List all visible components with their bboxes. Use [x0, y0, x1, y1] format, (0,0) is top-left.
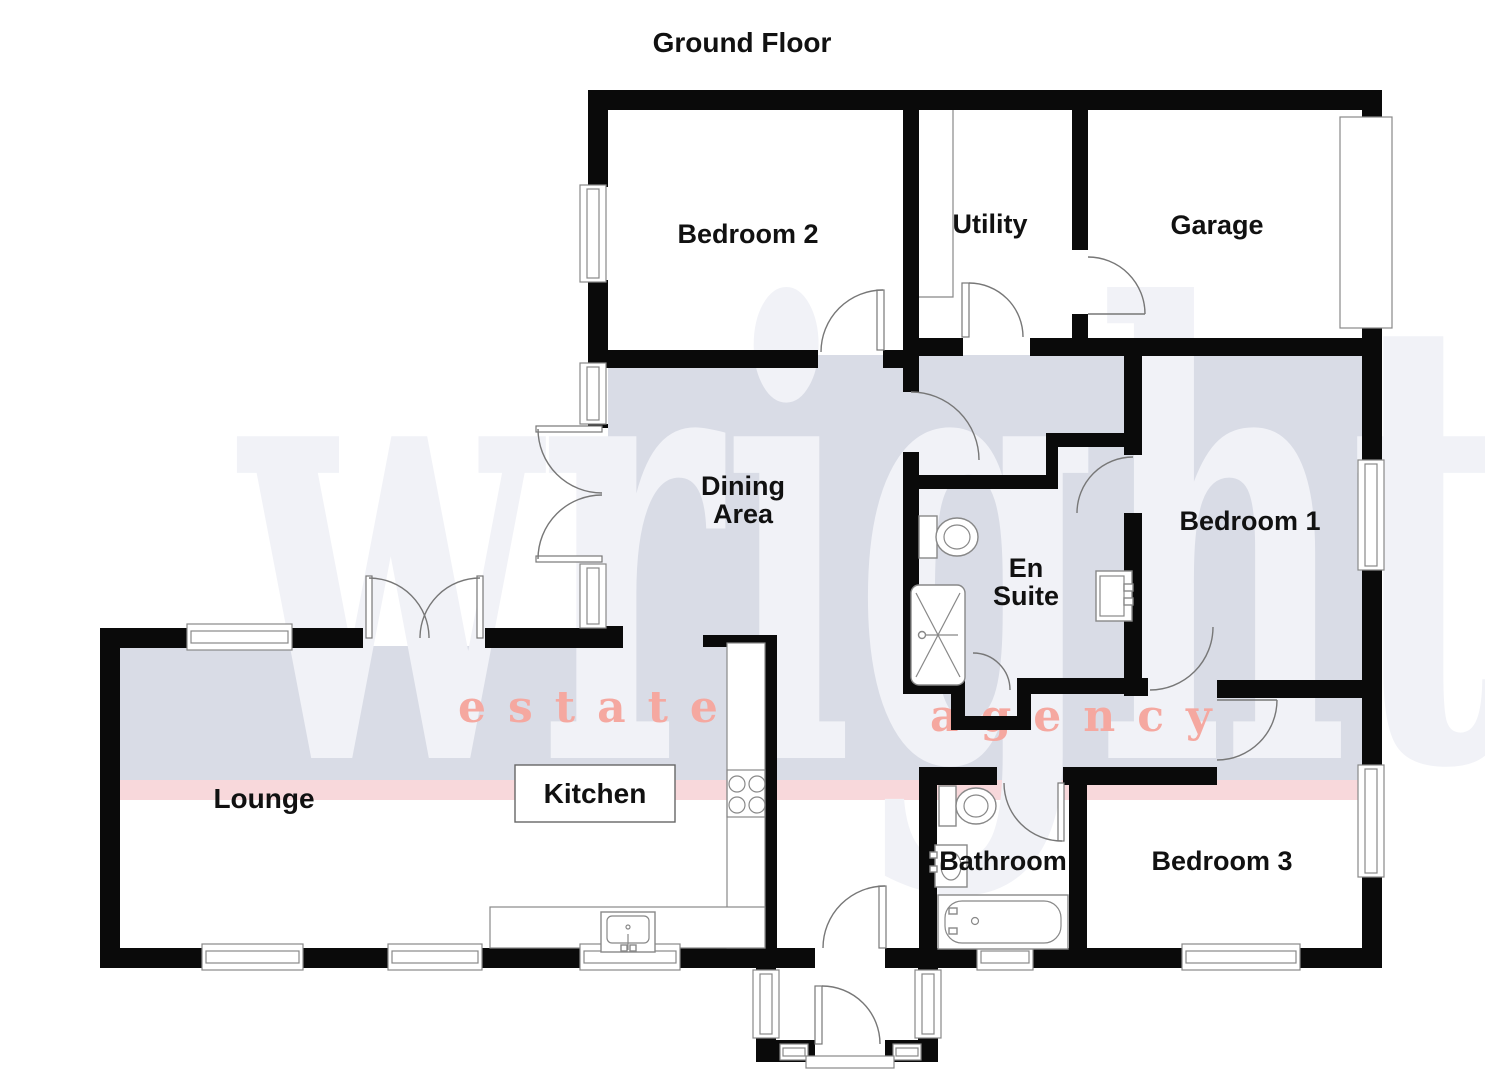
- toilet-icon-ensuite: [918, 515, 979, 559]
- sink-icon-ensuite: [1095, 570, 1134, 622]
- window-lounge-top: [186, 623, 293, 651]
- shower-icon: [910, 584, 966, 686]
- room-label-dining-2: Area: [713, 499, 774, 529]
- door-bedroom1: [1149, 626, 1214, 691]
- window-porch-right: [914, 969, 942, 1039]
- hob-icon: [726, 769, 766, 818]
- door-bathroom: [1003, 782, 1065, 842]
- porch-threshold: [805, 1055, 895, 1069]
- labels: Ground Floor Bedroom 2 Utility Garage Di…: [213, 27, 1320, 876]
- door-inner-hall: [910, 391, 980, 461]
- door-entry: [822, 885, 887, 949]
- utility-counter: [919, 110, 954, 298]
- door-ensuite: [1076, 456, 1134, 514]
- fixtures: [600, 515, 1134, 953]
- room-label-kitchen: Kitchen: [544, 778, 647, 809]
- window-bedroom2-left: [579, 184, 607, 283]
- door-garage: [1087, 256, 1146, 315]
- watermark-band-lounge: [120, 646, 608, 782]
- garage-door: [1339, 116, 1393, 329]
- doors: [365, 256, 1278, 1045]
- window-bedroom3-bottom: [1181, 943, 1301, 971]
- window-lounge-bottom-1: [201, 943, 304, 971]
- room-label-utility: Utility: [952, 209, 1027, 239]
- room-label-ensuite-1: En: [1009, 553, 1044, 583]
- kitchen-label-box: [514, 764, 676, 823]
- toilet-icon-bathroom: [938, 785, 997, 827]
- door-bedroom3: [1216, 699, 1278, 761]
- room-label-garage: Garage: [1170, 210, 1263, 240]
- window-porch-bottom-right: [892, 1043, 922, 1061]
- kitchen-counter-column: [726, 642, 766, 949]
- door-ensuite-lobby: [972, 652, 1011, 691]
- bathtub-icon: [937, 894, 1069, 950]
- window-bedroom3-right: [1357, 764, 1385, 878]
- room-label-bedroom1: Bedroom 1: [1179, 506, 1320, 536]
- watermark-estate-text: estate: [458, 682, 740, 733]
- door-french-lounge: [365, 575, 484, 639]
- window-kitchen-bottom: [579, 943, 681, 971]
- window-dining-left-upper: [579, 362, 607, 425]
- room-label-ensuite-2: Suite: [993, 581, 1059, 611]
- window-bedroom1-right: [1357, 459, 1385, 571]
- door-front: [814, 985, 881, 1045]
- door-openings: [815, 944, 885, 1064]
- room-label-bedroom3: Bedroom 3: [1151, 846, 1292, 876]
- door-bedroom2: [820, 289, 885, 353]
- watermark-brand-text: wright: [235, 176, 1485, 905]
- window-porch-left: [752, 969, 780, 1039]
- room-label-dining-1: Dining: [701, 471, 785, 501]
- room-label-bathroom: Bathroom: [939, 846, 1067, 876]
- sink-icon-bathroom: [929, 844, 968, 888]
- watermark: wright estate agency: [235, 176, 1485, 905]
- door-utility: [961, 282, 1024, 338]
- window-lounge-bottom-2: [387, 943, 483, 971]
- page-title: Ground Floor: [653, 27, 832, 58]
- window-dining-left-lower: [579, 563, 607, 629]
- sink-icon-kitchen: [600, 911, 656, 953]
- window-porch-bottom-left: [779, 1043, 809, 1061]
- room-label-bedroom2: Bedroom 2: [677, 219, 818, 249]
- room-label-lounge: Lounge: [213, 783, 314, 814]
- door-french-dining: [535, 425, 603, 563]
- windows: [186, 184, 1385, 1069]
